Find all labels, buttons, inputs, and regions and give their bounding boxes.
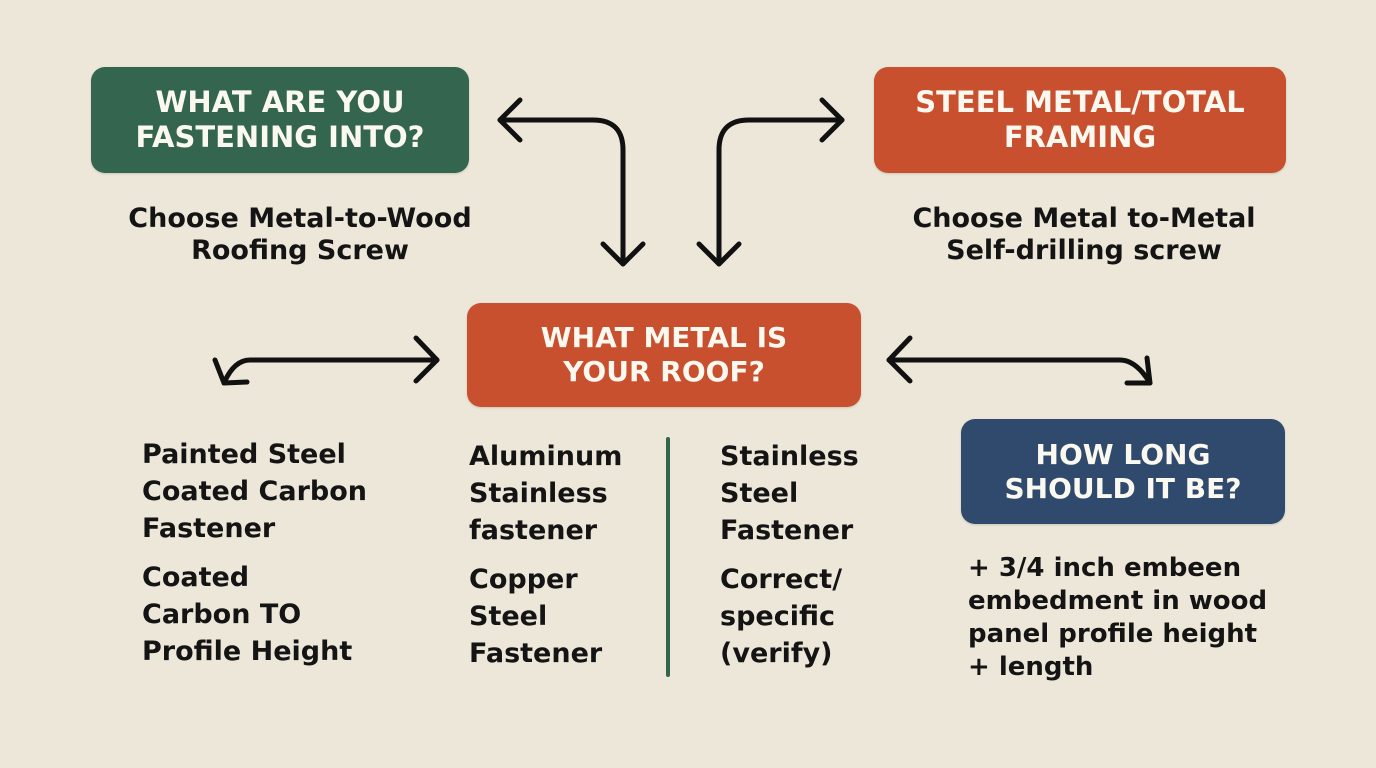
column-line: Steel [469,601,548,632]
arrowhead-down-icon [600,241,646,267]
formula-line: panel profile height [968,619,1258,649]
steel-framing-box: STEEL METAL/TOTAL FRAMING [874,67,1286,173]
column-line: Fastener [720,515,854,546]
formula-line: embedment in wood [968,586,1268,616]
arrow-right-branch [886,357,1153,386]
arrowhead-right-icon [819,97,845,143]
aluminum-copper-column: Aluminum Stainless fastener Copper Steel… [469,438,622,684]
column-line: Steel [720,478,799,509]
column-line: Correct/ [720,564,843,595]
column-line: specific [720,601,835,632]
formula-line: + 3/4 inch embeen [968,553,1242,583]
box-title-line: WHAT METAL IS [540,321,788,355]
roof-metal-box: WHAT METAL IS YOUR ROOF? [467,303,861,407]
column-line: Aluminum [469,441,623,472]
metal-to-metal-caption: Choose Metal to-Metal Self-drilling scre… [880,203,1288,268]
length-formula-text: + 3/4 inch embeen embedment in wood pane… [968,552,1267,684]
caption-line: Roofing Screw [191,235,409,267]
arrowhead-left-icon [886,335,913,384]
box-title-line: HOW LONG [1035,437,1211,471]
box-title-line: FRAMING [1003,120,1157,154]
arrow-left-branch [221,357,440,386]
column-line: (verify) [720,638,833,669]
column-line: Stainless [469,478,608,509]
arrowhead-down-icon [696,241,742,267]
fastening-into-box: WHAT ARE YOU FASTENING INTO? [91,67,469,173]
box-title-line: YOUR ROOF? [563,355,765,388]
column-line: Painted Steel [142,439,346,470]
stainless-column: Stainless Steel Fastener Correct/ specif… [720,438,859,684]
arrow-to-fastening-box [497,117,626,267]
arrowhead-down-right-icon [1124,355,1153,386]
column-line: Coated Carbon [142,476,367,507]
box-title-line: SHOULD IT BE? [1004,471,1242,505]
formula-line: + length [968,652,1094,682]
column-line: Fastener [142,513,276,544]
arrowhead-right-icon [413,335,440,384]
column-divider [666,437,670,677]
metal-to-wood-caption: Choose Metal-to-Wood Roofing Screw [100,203,500,268]
column-line: Fastener [469,638,603,669]
column-line: fastener [469,515,598,546]
painted-steel-column: Painted Steel Coated Carbon Fastener Coa… [142,436,367,682]
caption-line: Choose Metal-to-Wood [128,203,472,234]
arrowhead-down-left-icon [212,357,250,386]
box-title-line: FASTENING INTO? [135,120,425,154]
column-line: Carbon TO [142,599,302,630]
caption-line: Self-drilling screw [946,235,1222,267]
box-title-line: STEEL METAL/TOTAL [915,85,1245,120]
how-long-box: HOW LONG SHOULD IT BE? [961,419,1285,524]
column-line: Copper [469,564,578,595]
column-line: Stainless [720,441,859,472]
box-title-line: WHAT ARE YOU [155,85,405,120]
arrow-to-steel-box [716,117,845,267]
column-line: Profile Height [142,636,353,667]
column-line: Coated [142,562,250,593]
caption-line: Choose Metal to-Metal [912,203,1256,234]
arrowhead-left-icon [497,97,523,143]
